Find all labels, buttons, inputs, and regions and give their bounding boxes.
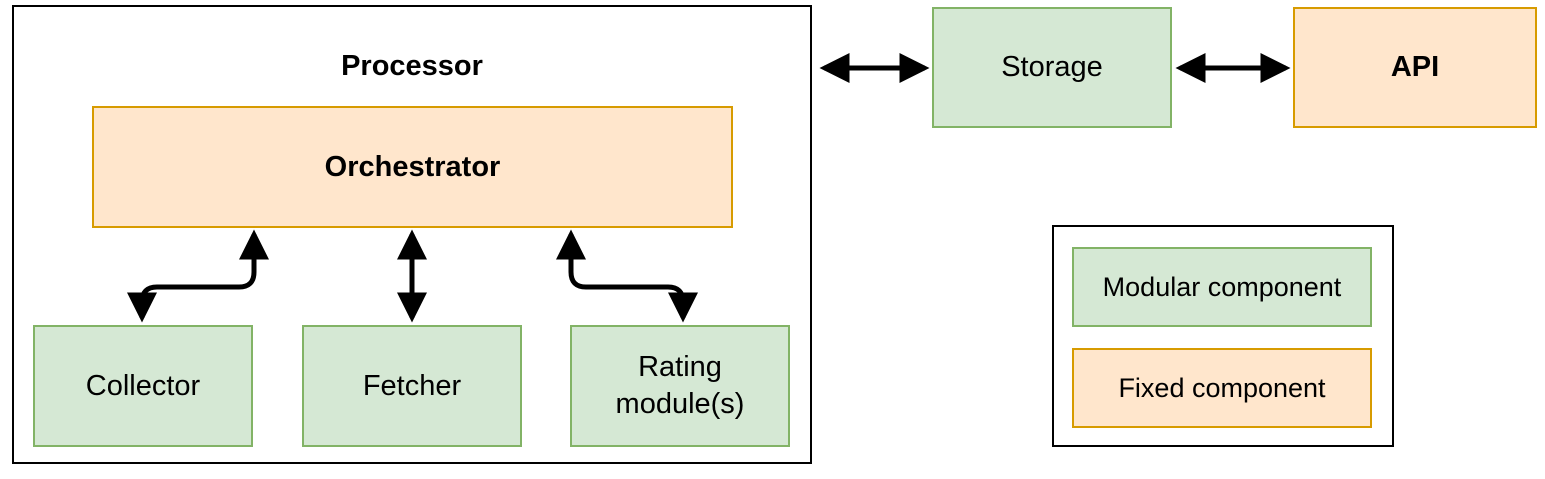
storage-label: Storage	[1001, 51, 1103, 83]
legend-fixed-label: Fixed component	[1118, 372, 1326, 403]
api-label: API	[1390, 51, 1440, 83]
processor-title: Processor	[341, 50, 483, 82]
collector-box: Collector	[33, 325, 253, 447]
rating-module-box: Rating module(s)	[570, 325, 790, 447]
orchestrator-label: Orchestrator	[324, 150, 501, 183]
fetcher-label: Fetcher	[362, 369, 462, 402]
rating-module-label: Rating module(s)	[615, 351, 745, 420]
api-box: API	[1293, 7, 1537, 128]
collector-label: Collector	[85, 369, 201, 402]
legend-modular-swatch: Modular component	[1072, 247, 1372, 327]
storage-box: Storage	[932, 7, 1172, 128]
orchestrator-box: Orchestrator	[92, 106, 733, 228]
legend: Modular component Fixed component	[1052, 225, 1394, 447]
fetcher-box: Fetcher	[302, 325, 522, 447]
legend-modular-label: Modular component	[1102, 271, 1342, 302]
legend-fixed-swatch: Fixed component	[1072, 348, 1372, 428]
